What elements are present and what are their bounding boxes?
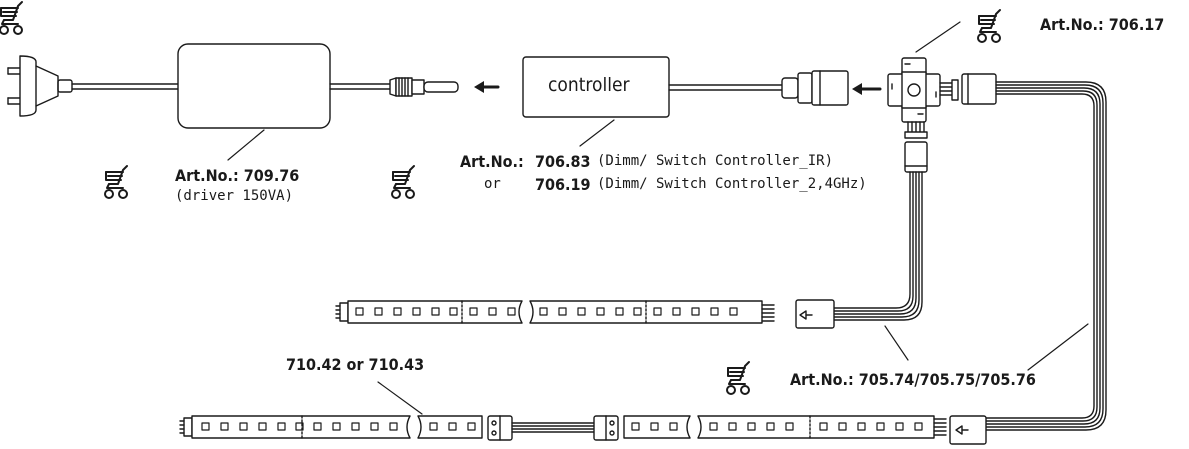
dc-plug	[389, 77, 459, 97]
bottom-pin-header	[904, 121, 928, 139]
connector-art-no: Art.No.: 706.17	[1040, 15, 1165, 34]
driver-description: (driver 150VA)	[175, 188, 294, 204]
controller-connector	[781, 70, 849, 106]
driver-box	[177, 43, 331, 129]
controller-option1-number: 706.83	[535, 152, 591, 171]
cable-connector	[904, 141, 928, 173]
leader-lines	[227, 21, 1089, 415]
cable-bundle-middle	[833, 171, 923, 321]
controller-option2-number: 706.19	[535, 175, 591, 194]
cable-bundle-right	[985, 81, 1107, 431]
cable-connector	[795, 299, 835, 329]
left-arrow-icon	[474, 81, 500, 93]
cable-connector	[961, 73, 997, 105]
controller-option1-description: (Dimm/ Switch Controller_IR)	[597, 153, 834, 169]
strips-label: 710.42 or 710.43	[286, 355, 425, 374]
led-strip-lower	[179, 415, 947, 441]
led-strip-upper	[335, 300, 775, 324]
cart-icon	[0, 1, 23, 35]
cart-icon	[104, 165, 128, 199]
plug-icon	[7, 55, 73, 117]
controller-art-prefix: Art.No.:	[460, 152, 524, 171]
pin-header	[939, 79, 959, 101]
driver-art-no: Art.No.: 709.76	[175, 166, 300, 185]
controller-box	[522, 56, 670, 118]
cart-icon	[726, 361, 750, 395]
cables-art-no: Art.No.: 705.74/705.75/705.76	[790, 370, 1036, 389]
controller-or-label: or	[484, 176, 501, 192]
controller-label: controller	[548, 74, 630, 96]
cart-icon	[977, 9, 1001, 43]
controller-option2-description: (Dimm/ Switch Controller_2,4GHz)	[597, 176, 867, 192]
cross-connector	[887, 57, 941, 123]
left-arrow-icon	[852, 83, 882, 95]
cart-icon	[391, 165, 415, 199]
